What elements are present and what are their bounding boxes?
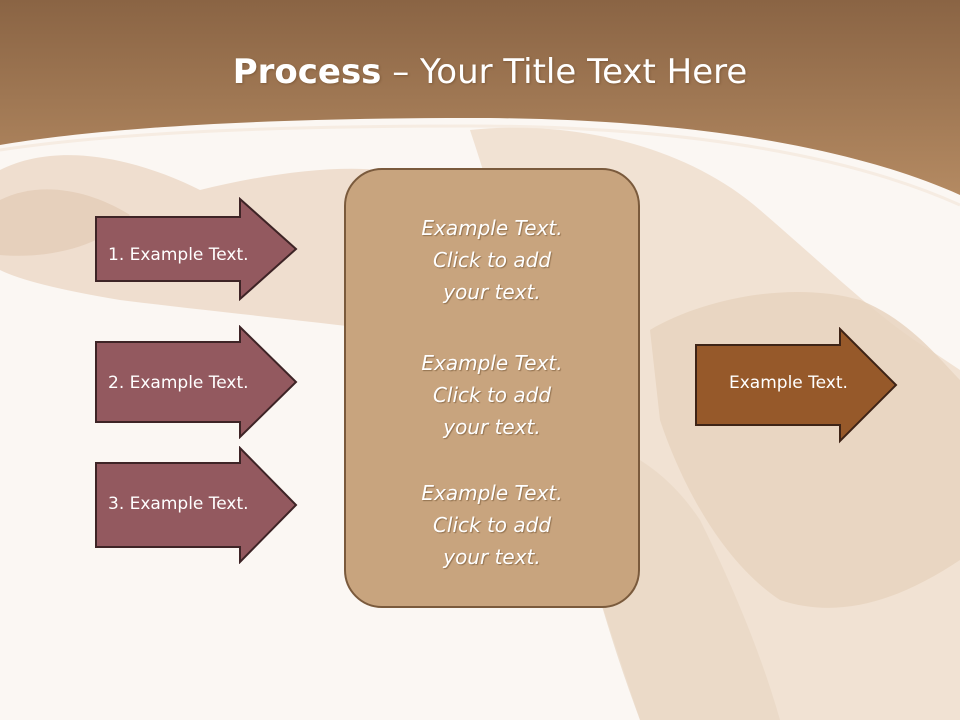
right-arrow-label: Example Text.	[729, 373, 848, 393]
right-arrow	[695, 327, 898, 444]
slide-title: Process – Your Title Text Here	[0, 52, 960, 92]
title-bold: Process	[232, 52, 382, 92]
center-text-2: Example Text. Click to add your text.	[421, 351, 563, 439]
left-arrow-1-label: 1. Example Text.	[108, 245, 249, 265]
center-text-1: Example Text. Click to add your text.	[421, 216, 563, 304]
left-arrow-2-label: 2. Example Text.	[108, 373, 249, 393]
left-arrow-2	[95, 325, 298, 439]
left-arrow-3	[95, 446, 298, 564]
left-arrow-1	[95, 197, 298, 301]
center-box	[344, 168, 640, 608]
title-rest: – Your Title Text Here	[381, 52, 748, 92]
center-text-3: Example Text. Click to add your text.	[421, 481, 563, 569]
left-arrow-3-label: 3. Example Text.	[108, 494, 249, 514]
